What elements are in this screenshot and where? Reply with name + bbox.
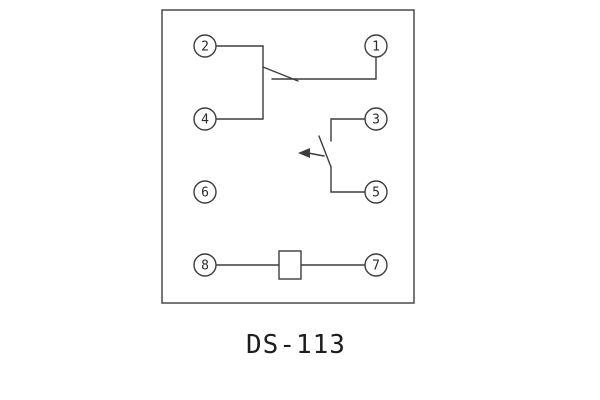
terminal-number: 8 <box>201 259 209 274</box>
contact-blade-icon <box>318 135 332 168</box>
model-label: DS-113 <box>246 330 346 360</box>
terminal-1: 1 <box>364 34 388 58</box>
terminal-circle <box>193 253 217 277</box>
terminal-circle <box>364 253 388 277</box>
terminal-circle <box>364 34 388 58</box>
terminal-7: 7 <box>364 253 388 277</box>
terminal-6: 6 <box>193 180 217 204</box>
terminal-circle <box>193 180 217 204</box>
wire <box>307 152 325 157</box>
terminal-circle <box>364 180 388 204</box>
terminal-number: 3 <box>372 113 380 128</box>
wire <box>271 56 377 80</box>
terminal-5: 5 <box>364 180 388 204</box>
terminal-number: 2 <box>201 40 209 55</box>
terminal-number: 4 <box>201 113 209 128</box>
terminal-number: 7 <box>372 259 380 274</box>
terminal-3: 3 <box>364 107 388 131</box>
terminal-8: 8 <box>193 253 217 277</box>
wire <box>330 166 366 193</box>
terminal-circle <box>364 107 388 131</box>
enclosure-outline <box>161 9 415 304</box>
terminal-4: 4 <box>193 107 217 131</box>
terminal-number: 1 <box>372 40 380 55</box>
actuation-arrow-icon <box>298 148 310 158</box>
terminal-number: 6 <box>201 186 209 201</box>
terminal-2: 2 <box>193 34 217 58</box>
wire <box>330 118 366 142</box>
terminal-circle <box>193 34 217 58</box>
coil-symbol <box>278 250 302 280</box>
terminal-circle <box>193 107 217 131</box>
terminal-number: 5 <box>372 186 380 201</box>
